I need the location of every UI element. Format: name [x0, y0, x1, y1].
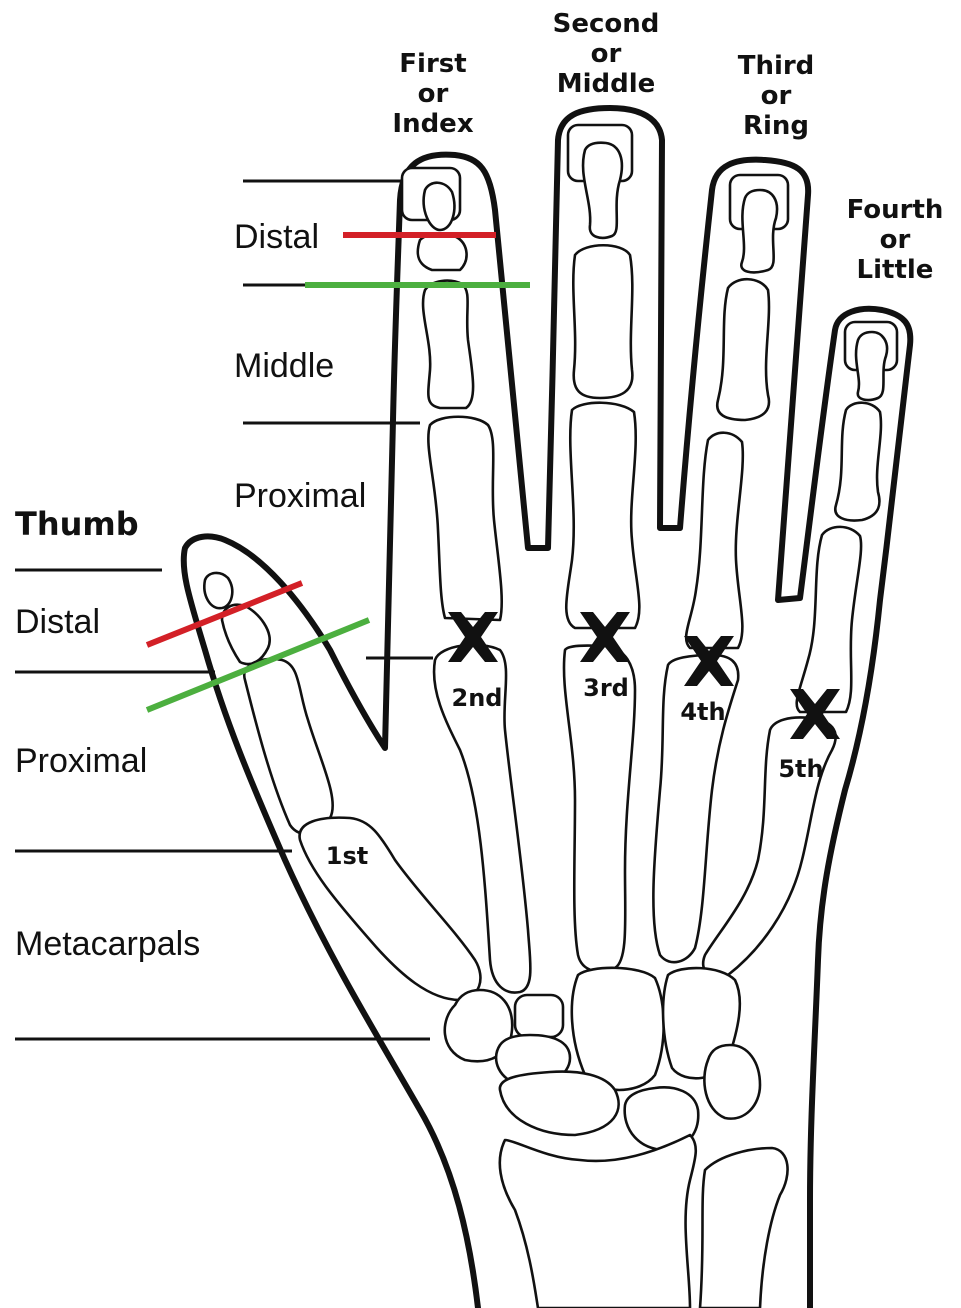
index-middle-phalanx	[423, 281, 473, 408]
middle-distal-phalanx	[583, 143, 622, 238]
ring-distal-phalanx	[741, 190, 777, 272]
middle-middle-phalanx	[573, 245, 632, 398]
ring-middle-phalanx	[717, 279, 769, 420]
metacarpal-label-2nd: 2nd	[452, 684, 503, 712]
ring-label-line-2: or	[761, 81, 792, 111]
index-label-line-2: or	[418, 79, 449, 109]
ring-label-line-3: Ring	[743, 111, 809, 141]
thumb-proximal-label: Proximal	[15, 742, 147, 780]
little-label-line-3: Little	[857, 255, 934, 285]
middle-label-line-3: Middle	[557, 69, 656, 99]
metacarpal-label-1st: 1st	[326, 842, 368, 870]
metacarpal-label-5th: 5th	[778, 755, 823, 783]
little-label-line-1: Fourth	[847, 195, 944, 225]
thumb-nail	[204, 573, 232, 608]
ring-label-line-1: Third	[738, 51, 815, 81]
middle-label-line-1: Second	[553, 9, 660, 39]
index-label-line-1: First	[399, 49, 466, 79]
metacarpal-label-3rd: 3rd	[583, 674, 629, 702]
metacarpals-label: Metacarpals	[15, 925, 200, 963]
carpal-triquetrum	[704, 1045, 760, 1119]
index-distal-phalanx	[424, 183, 455, 230]
index-distal-base	[418, 234, 467, 270]
finger-proximal-label: Proximal	[234, 477, 366, 515]
thumb-title: Thumb	[15, 505, 139, 543]
little-distal-phalanx	[856, 332, 887, 400]
middle-label-line-2: or	[591, 39, 622, 69]
index-label-line-3: Index	[392, 109, 473, 139]
middle-proximal-phalanx	[566, 403, 639, 628]
little-label-line-2: or	[880, 225, 911, 255]
finger-middle-label: Middle	[234, 347, 334, 385]
carpal-trapezoid	[515, 995, 563, 1037]
thumb-distal-label: Distal	[15, 603, 100, 641]
carpal-capitate	[572, 968, 664, 1090]
metacarpal-label-4th: 4th	[680, 698, 725, 726]
finger-distal-label: Distal	[234, 218, 319, 256]
